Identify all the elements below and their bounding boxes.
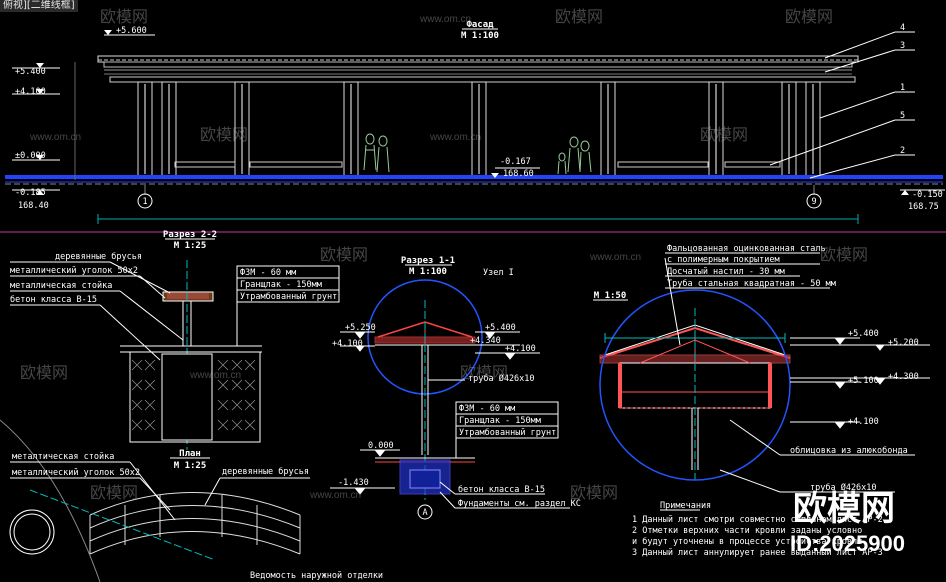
s11-level-5400: +5.400 — [485, 323, 516, 333]
facade-scale: М 1:100 — [461, 31, 499, 41]
section11-scale: М 1:100 — [409, 267, 447, 277]
watermark-brand: 欧模网 — [555, 8, 603, 26]
section22-scale: М 1:25 — [174, 241, 207, 251]
section-2-2: Разрез 2-2 М 1:25 деревянные бру — [10, 230, 340, 450]
notes-item-3: и будут уточнены в процессе устройства к… — [632, 536, 862, 547]
watermark-url: www.om.cn — [419, 14, 471, 25]
s11-pipe: труба Ø426x10 — [468, 373, 535, 384]
viewport-tab[interactable]: 俯视][二维线框] — [0, 0, 78, 12]
notes-item-2: 2 Отметки верхних части кровли заданы ус… — [632, 526, 862, 536]
watermark-brand: 欧模网 — [785, 8, 833, 26]
s11-layer-2: Гранщлак - 150мм — [459, 416, 541, 426]
axis-1-label: 1 — [142, 197, 147, 207]
s11-concrete: бетон класса В-15 — [458, 484, 545, 495]
level-m0167: -0.167 — [500, 157, 531, 167]
section22-layer-2: Гранщлак - 150мм — [240, 280, 322, 290]
node-level-5100: +5.100 — [848, 376, 879, 386]
people-figures — [363, 133, 592, 175]
s11-level-4100a: +4.100 — [332, 339, 363, 349]
s11-layer-1: ФЗМ - 60 мм — [459, 404, 515, 414]
watermark-brand: 欧模网 — [90, 484, 138, 502]
watermark-url: www.om.cn — [29, 132, 81, 143]
node-level-5200: +5.200 — [888, 338, 919, 348]
plan-label-wood: деревянные брусья — [222, 466, 309, 477]
s11-level-m1430: -1.430 — [338, 478, 369, 488]
callout-1: 1 — [900, 83, 905, 93]
facade-elevation: 1 9 4 3 1 5 2 Фасад М 1:100 — [5, 20, 945, 224]
footer-title: Ведомость наружной отделки — [250, 571, 383, 581]
watermark-brand: 欧模网 — [20, 364, 68, 382]
section-1-1: Разрез 1-1 М 1:100 Узел I А — [330, 256, 581, 520]
watermark-brand: 欧模网 — [700, 126, 748, 144]
plan-label-post: металтическая стойка — [12, 452, 114, 462]
node-cladding: облицовка из алюкобонда — [790, 445, 908, 456]
section11-axis: А — [422, 508, 427, 518]
plan-view: План М 1:25 металтическая стойка металли… — [0, 419, 383, 582]
watermark-brand: 欧模网 — [570, 484, 618, 502]
level-m0185: -0.185 — [15, 188, 46, 198]
callout-4: 4 — [900, 23, 905, 33]
axis-9-label: 9 — [811, 197, 816, 207]
callout-leaders — [769, 31, 915, 179]
s11-layer-3: Утрамбованный грунт — [459, 427, 556, 438]
level-4100: +4.100 — [15, 87, 46, 97]
notes-title: Примечания — [660, 501, 711, 511]
watermark-url: www.om.cn — [309, 490, 361, 501]
level-16875: 168.75 — [908, 202, 939, 212]
node-level-4300: +4.300 — [888, 372, 919, 382]
node-roof-4: Труба стальная квадратная - 50 мм — [667, 278, 836, 289]
watermark-brand: 欧模网 — [820, 246, 868, 264]
callout-3: 3 — [900, 41, 905, 51]
notes-item-1: 1 Данный лист смотри совместно с планом … — [632, 515, 883, 525]
watermarks: 欧模网 www.om.cn 欧模网 欧模网 欧模网 www.om.cn www.… — [20, 8, 905, 556]
node-detail: М 1:50 Фальцованная оц — [593, 244, 930, 493]
watermark-brand: 欧模网 — [460, 364, 508, 382]
section11-node: Узел I — [483, 268, 514, 278]
plan-scale: М 1:25 — [174, 461, 207, 471]
plan-title: План — [179, 449, 201, 459]
watermark-brand: 欧模网 — [100, 8, 148, 26]
watermark-url: www.om.cn — [429, 132, 481, 143]
node-pipe: труба Ø426x10 — [810, 482, 877, 493]
section22-layer-1: ФЗМ - 60 мм — [240, 268, 296, 278]
s11-level-4340: +4.340 — [470, 336, 501, 346]
level-5400: +5.400 — [15, 67, 46, 77]
s11-foundation: Фундаменты см. раздел КС — [458, 499, 581, 509]
section22-label-post: металлическая стойка — [10, 281, 112, 291]
level-5600: +5.600 — [116, 26, 147, 36]
notes-block: Примечания 1 Данный лист смотри совместн… — [632, 501, 883, 558]
callout-5: 5 — [900, 111, 905, 121]
section22-label-angle: металлический уголок 50x2 — [10, 266, 138, 276]
section11-title: Разрез 1-1 — [401, 256, 455, 266]
notes-item-4: 3 Данный лист аннулирует ранее выданный … — [632, 548, 883, 558]
node-roof-1: Фальцованная оцинкованная сталь — [667, 244, 826, 254]
section22-label-concrete: бетон класса В-15 — [10, 294, 97, 305]
node-scale: М 1:50 — [594, 291, 627, 301]
section22-title: Разрез 2-2 — [163, 230, 217, 240]
level-16840: 168.40 — [18, 201, 49, 211]
callout-2: 2 — [900, 146, 905, 156]
facade-title: Фасад — [466, 20, 494, 30]
watermark-url: www.om.cn — [589, 252, 641, 263]
facade-benches — [174, 161, 781, 168]
big-watermark-id: ID:2025900 — [790, 531, 905, 556]
node-roof-3: Досчатый настил - 30 мм — [667, 267, 785, 277]
node-roof-2: с полимерным покрытием — [667, 255, 780, 265]
level-16860: 168.60 — [503, 169, 534, 179]
level-m0150: -0.150 — [912, 190, 943, 200]
watermark-brand: 欧模网 — [200, 126, 248, 144]
s11-level-0000: 0.000 — [368, 441, 394, 451]
node-level-4100: +4.100 — [848, 417, 879, 427]
plan-label-angle: металлический уголок 50x2 — [12, 468, 140, 478]
level-0000: ±0.000 — [15, 151, 46, 161]
big-watermark-brand: 欧模网 — [793, 490, 895, 528]
section22-label-wood: деревянные брусья — [55, 251, 142, 262]
section22-layer-3: Утрамбованный грунт — [240, 291, 337, 302]
node-level-5400: +5.400 — [848, 329, 879, 339]
s11-level-4100b: +4.100 — [505, 344, 536, 354]
watermark-url: www.om.cn — [189, 370, 241, 381]
s11-level-5250: +5.250 — [345, 323, 376, 333]
watermark-brand: 欧模网 — [320, 246, 368, 264]
